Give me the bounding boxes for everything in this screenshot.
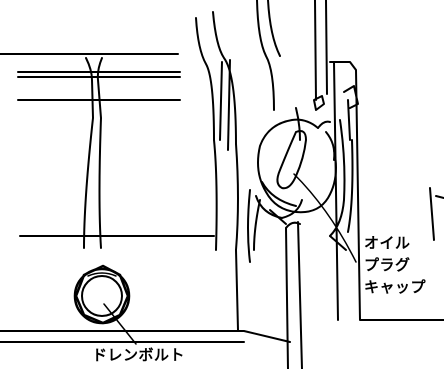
leader-lines	[103, 173, 357, 345]
oil-plug-cap	[257, 118, 337, 214]
oil-plug-cap-label-line1: オイル	[364, 234, 411, 252]
oil-plug-cap-label: オイル プラグ キャップ	[364, 234, 426, 297]
oil-plug-cap-label-line3: キャップ	[364, 278, 427, 296]
drain-bolt-leader	[103, 303, 137, 345]
drain-bolt-label: ドレンボルト	[92, 346, 186, 364]
drain-bolt	[73, 264, 131, 325]
vertical-strut	[83, 57, 103, 249]
oil-plug-cap-label-line2: プラグ	[364, 256, 411, 274]
dipstick-tube	[255, 195, 303, 369]
right-side-housing	[313, 61, 444, 321]
frame-rails	[0, 53, 215, 237]
engine-block	[0, 0, 328, 343]
oil-cap-leader	[293, 173, 357, 263]
